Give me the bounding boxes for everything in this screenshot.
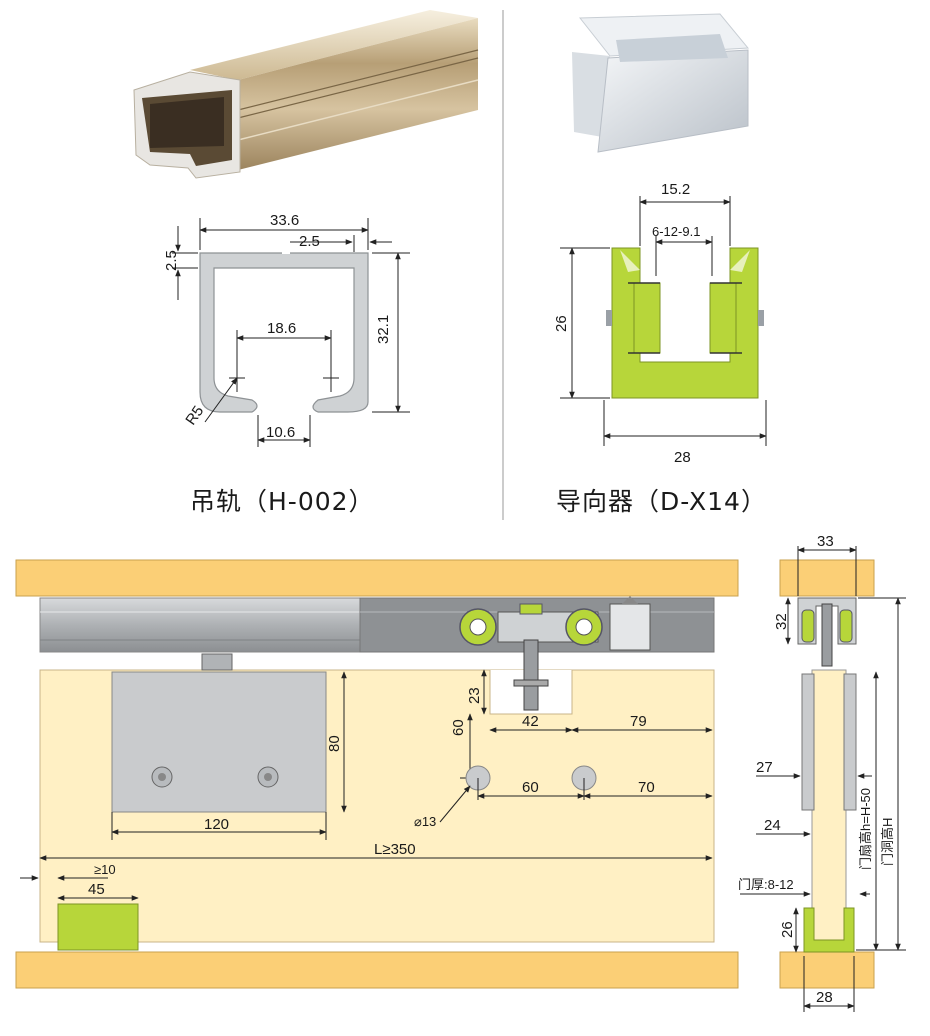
front-dim-min10: ≥10 [94,862,116,877]
rail-photo [133,10,479,179]
side-dim-33: 33 [817,533,834,550]
rail-dim-radius: R5 [182,403,207,428]
rail-profile-drawing: 33.6 2.5 2.5 32.1 18.6 R5 10.6 [163,212,410,447]
front-dim-60-horizontal: 60 [522,779,539,796]
side-section: 33 32 27 24 门厚:8-12 26 28 门扇高h=H-50 门洞高H [738,533,906,1012]
side-dim-28: 28 [816,989,833,1006]
side-dim-door-height: 门扇高h=H-50 [858,788,873,870]
hanger-plate [111,671,327,813]
front-dim-60-vertical: 60 [450,719,467,736]
guide-caption: 导向器（D-X14） [556,487,767,516]
front-dim-70: 70 [638,779,655,796]
front-dim-length: L≥350 [374,841,416,858]
floor-beam [15,951,739,989]
front-elevation: 80 120 23 60 42 79 60 70 ⌀13 L≥350 ≥10 4… [15,559,739,989]
rail-dim-top: 2.5 [163,250,180,271]
front-dim-hole: ⌀13 [414,814,436,829]
rail-dim-inner: 18.6 [267,320,296,337]
side-dim-opening-height: 门洞高H [880,818,895,866]
top-header-beam [15,559,739,597]
front-dim-80: 80 [326,735,343,752]
rail-dim-width: 33.6 [270,212,299,229]
guide-dim-height: 26 [553,315,570,332]
guide-dim-slot: 6-12-9.1 [652,224,700,239]
side-dim-32: 32 [773,613,790,630]
side-dim-26: 26 [779,921,796,938]
side-dim-thickness: 门厚:8-12 [738,877,794,892]
guide-dim-top: 15.2 [661,181,690,198]
guide-photo [572,13,750,153]
side-dim-27: 27 [756,759,773,776]
rail-caption: 吊轨（H-002） [190,487,375,516]
front-dim-23: 23 [466,687,483,704]
guide-dim-width: 28 [674,449,691,466]
rail-dim-lip: 2.5 [299,233,320,250]
front-dim-120: 120 [204,816,229,833]
rail-dim-height: 32.1 [375,315,392,344]
front-dim-42: 42 [522,713,539,730]
front-dim-45: 45 [88,881,105,898]
guide-drawing: 15.2 6-12-9.1 26 28 [553,181,767,466]
side-dim-24: 24 [764,817,781,834]
rail-dim-gap: 10.6 [266,424,295,441]
front-dim-79: 79 [630,713,647,730]
